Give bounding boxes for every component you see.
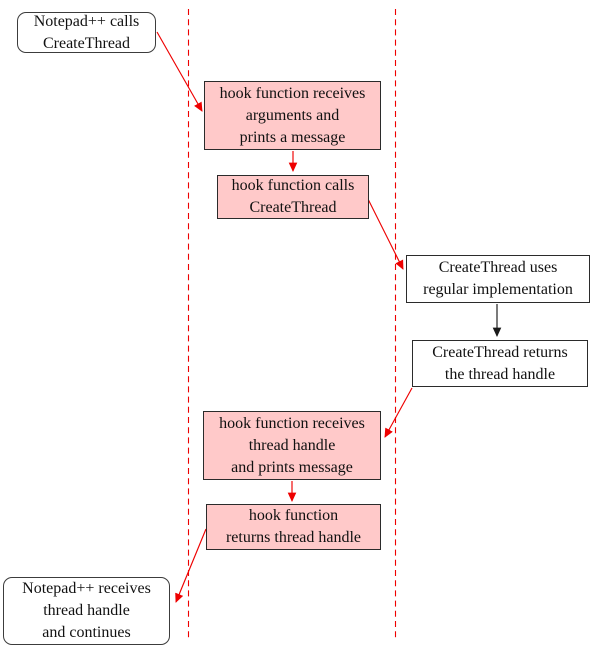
node-hook-returns-thread-handle: hook function returns thread handle: [206, 504, 381, 550]
node-text-line: hook function receives: [219, 84, 366, 102]
node-hook-receives-arguments: hook function receives arguments and pri…: [204, 81, 381, 150]
node-hook-receives-thread-handle: hook function receives thread handle and…: [203, 411, 381, 480]
node-text-line: CreateThread uses: [438, 259, 558, 276]
node-text-line: thread handle: [248, 436, 336, 454]
edge-hook-calls-to-regular-impl: [367, 198, 404, 270]
node-text-line: and continues: [42, 624, 131, 641]
node-notepad-calls-createthread: Notepad++ calls CreateThread: [17, 12, 156, 53]
node-text-line: thread handle: [43, 602, 130, 619]
node-notepad-receives-handle: Notepad++ receives thread handle and con…: [3, 577, 170, 645]
node-text-line: Notepad++ calls: [33, 12, 140, 30]
node-text-line: CreateThread returns: [432, 343, 568, 361]
node-createthread-returns-handle: CreateThread returns the thread handle: [412, 340, 588, 387]
node-text-line: regular implementation: [423, 281, 573, 298]
node-text-line: prints a message: [239, 128, 346, 146]
node-text-line: CreateThread: [249, 199, 337, 216]
node-text-line: hook function receives: [219, 414, 365, 432]
node-text-line: the thread handle: [444, 365, 556, 383]
edge-hook-returns-to-notepad: [175, 528, 207, 603]
edge-returns-to-hook-receives-handle: [384, 387, 413, 438]
node-text-line: CreateThread: [42, 34, 131, 52]
edge-notepad-to-hook-args: [156, 31, 203, 112]
node-text-line: Notepad++ receives: [22, 580, 151, 597]
node-createthread-regular-implementation: CreateThread uses regular implementation: [406, 255, 590, 303]
node-text-line: hook function calls: [231, 177, 355, 194]
node-text-line: arguments and: [245, 106, 340, 124]
node-text-line: and prints message: [231, 458, 353, 476]
node-hook-calls-createthread: hook function calls CreateThread: [217, 175, 369, 219]
node-text-line: hook function: [248, 507, 339, 524]
node-text-line: returns thread handle: [225, 529, 362, 546]
